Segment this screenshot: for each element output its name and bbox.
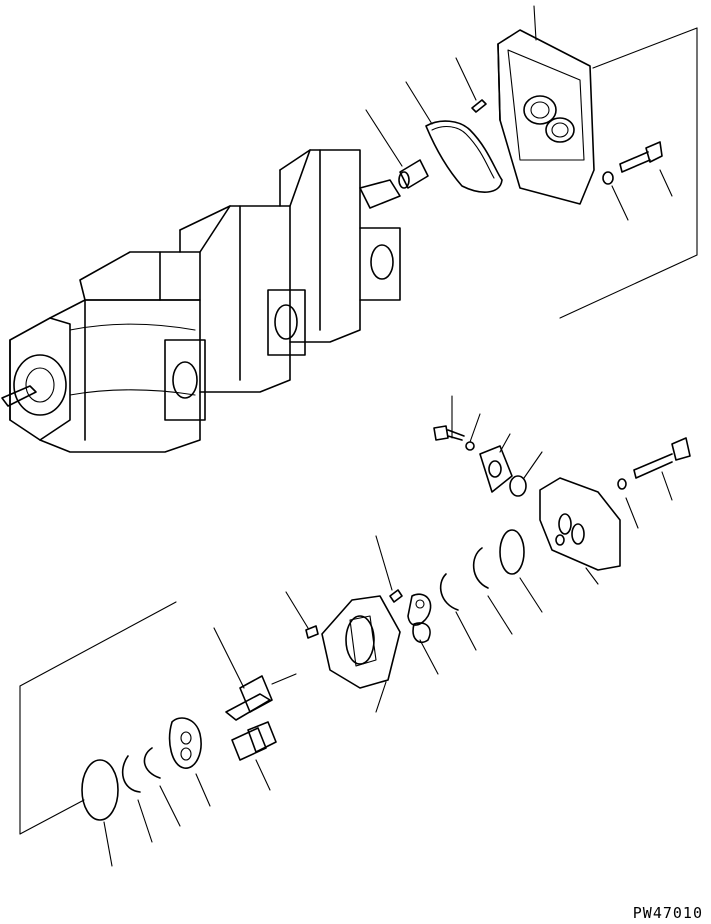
bushing-plate [170,718,201,768]
end-seal [82,760,118,820]
gasket [426,121,502,192]
dowel-pin [472,100,486,112]
seal-ring [500,530,524,574]
bushing [400,160,428,188]
o-ring [510,476,526,496]
clip [474,548,488,588]
small-bolt [434,426,464,440]
drive-gear [226,694,270,720]
flange-plate [480,446,512,492]
upper-exploded-parts [366,6,672,220]
pump-assembly [2,150,400,452]
lower-exploded-parts [20,396,690,866]
gear-housing [322,596,400,688]
bolt [620,152,650,172]
upper-group-frame [560,28,697,318]
wear-plate [408,594,431,625]
washer [603,172,613,184]
drawing-code: PW47010 [632,904,703,922]
rear-cover [498,30,594,204]
